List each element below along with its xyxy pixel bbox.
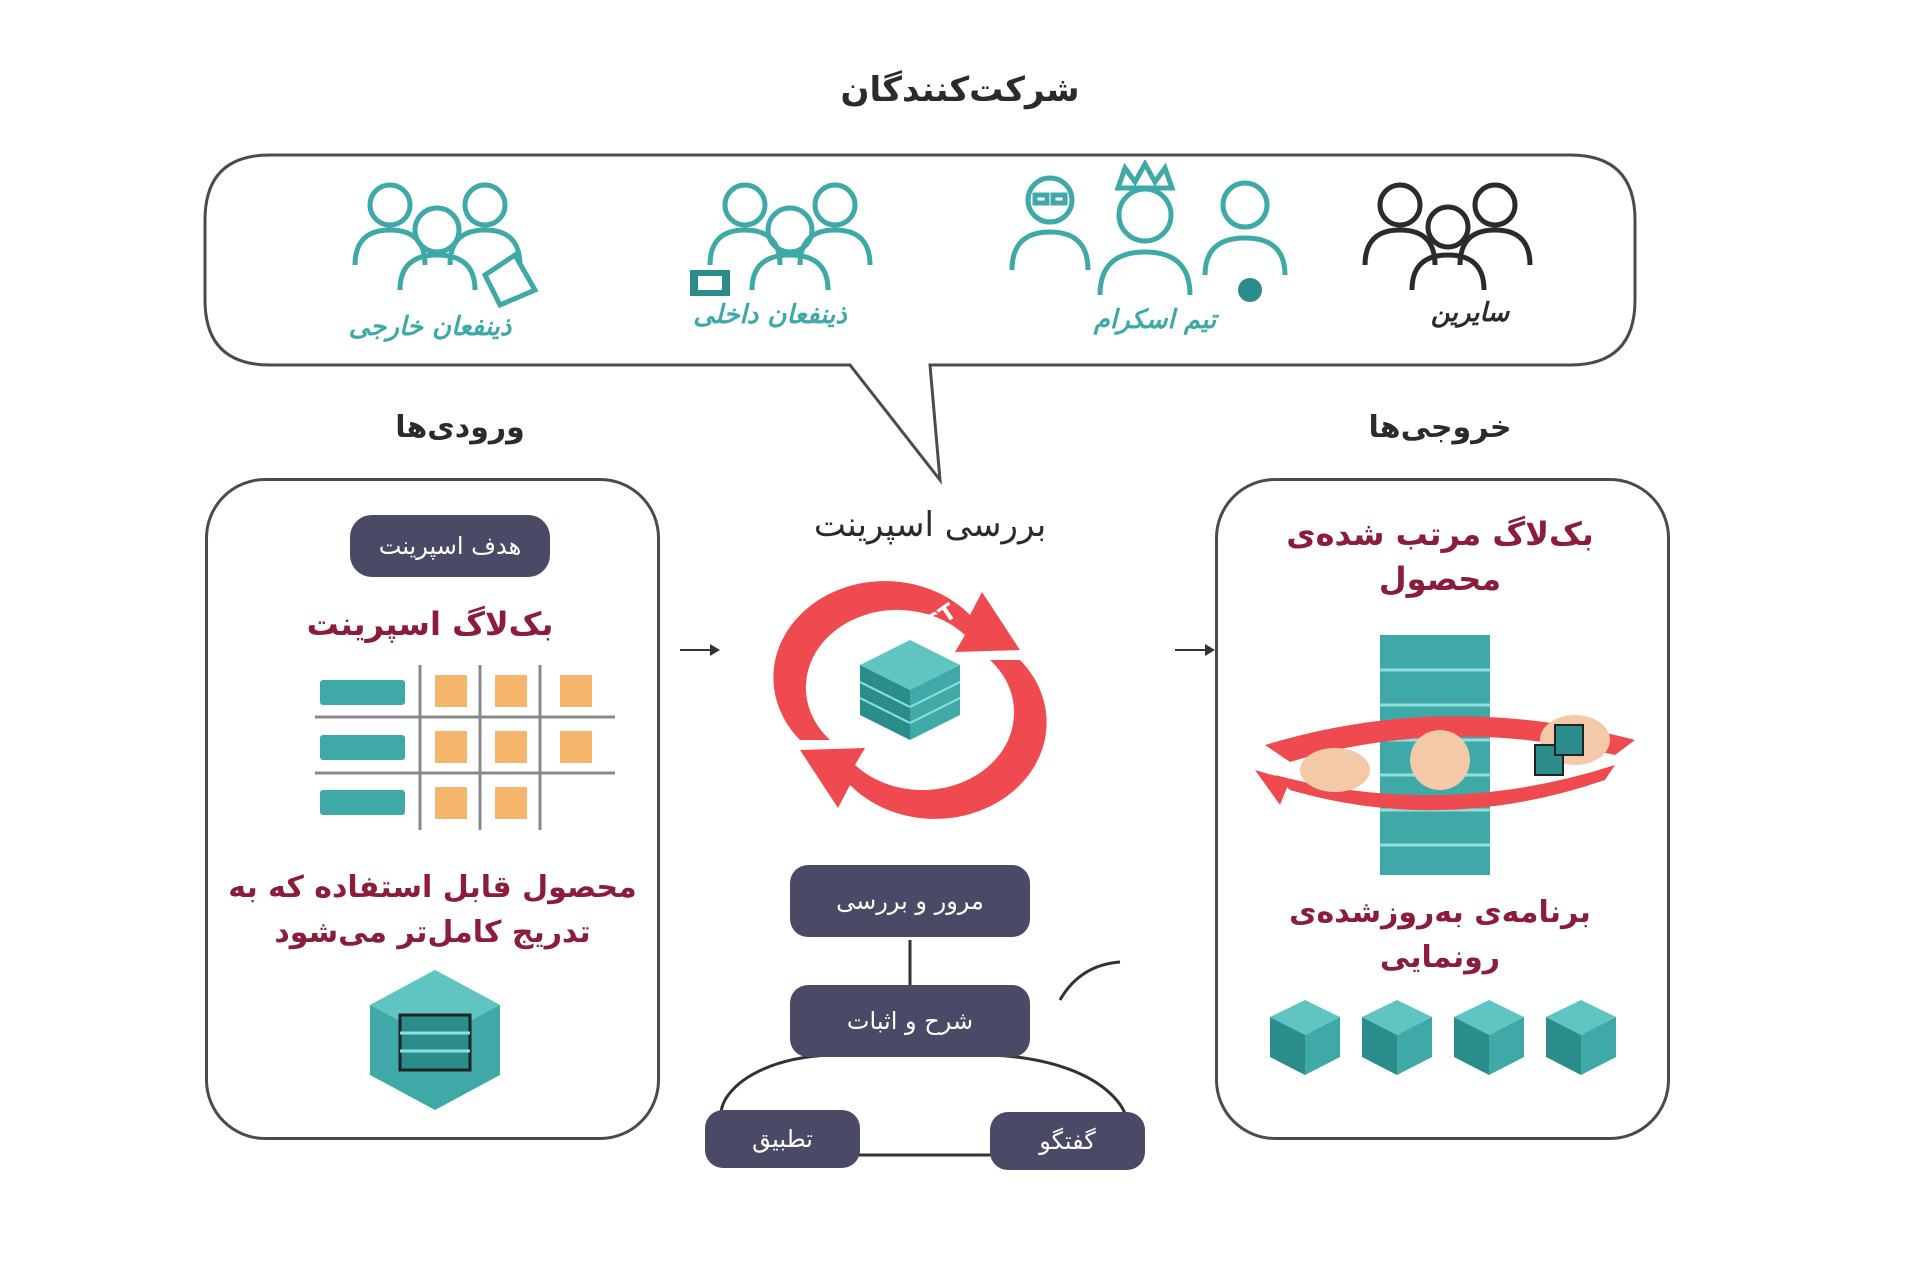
participants-title: شرکت‌کنندگان: [840, 70, 1080, 110]
inputs-title: ورودی‌ها: [395, 410, 525, 445]
others-label: سایرین: [1430, 298, 1510, 328]
increment-label-line1: محصول قابل استفاده که به: [228, 870, 637, 905]
release-plan-cubes-icon: [1270, 1000, 1616, 1075]
scrum-team-label: تیم اسکرام: [1093, 305, 1217, 335]
review-step-explain: شرح و اثبات: [790, 985, 1030, 1057]
review-step-adapt: تطبیق: [705, 1110, 860, 1168]
product-backlog-label-line1: بک‌لاگ مرتب شده‌ی: [1286, 515, 1594, 553]
sprint-backlog-label: بک‌لاگ اسپرینت: [306, 605, 554, 643]
inspect-adapt-cycle-icon: INSPECT ADAPT: [773, 581, 1047, 819]
sprint-goal-pill: هدف اسپرینت: [350, 515, 550, 577]
arrow-right-icon: [1175, 644, 1215, 656]
increment-label-line2: تدریج کامل‌تر می‌شود: [274, 915, 591, 950]
internal-stakeholders-icon: [690, 182, 873, 296]
review-step-discussion: گفتگو: [990, 1112, 1145, 1170]
others-icon: [1362, 182, 1533, 291]
review-step-overview: مرور و بررسی: [790, 865, 1030, 937]
external-stakeholders-icon: [352, 182, 539, 309]
increment-cube-icon: [370, 970, 500, 1110]
sprint-review-title: بررسی اسپرینت: [813, 505, 1047, 545]
internal-stakeholders-label: ذینفعان داخلی: [693, 300, 847, 330]
scrum-team-icon: [1009, 160, 1288, 302]
release-plan-label-line2: رونمایی: [1379, 940, 1501, 975]
arrow-right-icon: [680, 644, 720, 656]
participants-bubble: [203, 153, 1637, 485]
external-stakeholders-label: ذینفعان خارجی: [348, 312, 512, 342]
product-backlog-stack-icon: [1255, 635, 1635, 875]
outputs-title: خروجی‌ها: [1368, 410, 1512, 445]
product-backlog-label-line2: محصول: [1378, 560, 1502, 598]
sprint-backlog-grid-icon: [315, 665, 615, 830]
release-plan-label-line1: برنامه‌ی به‌روزشده‌ی: [1289, 895, 1591, 930]
